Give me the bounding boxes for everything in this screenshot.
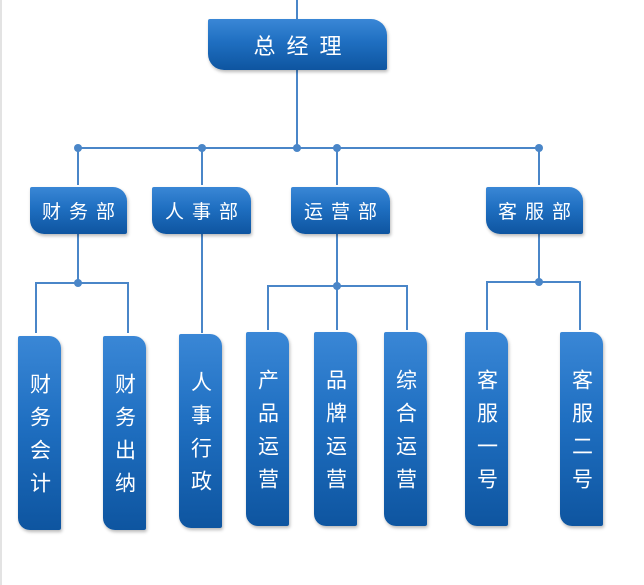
role-node-general-operations: 综合运营 <box>384 332 427 526</box>
junction-dot <box>535 144 543 152</box>
role-node-finance-accountant: 财务会计 <box>18 336 61 530</box>
role-node-brand-operations: 品牌运营 <box>314 332 357 526</box>
junction-dot <box>74 279 82 287</box>
dept-node-hr: 人事部 <box>152 187 251 234</box>
root-node-general-manager: 总经理 <box>208 19 387 70</box>
role-node-service-agent-two: 客服二号 <box>560 332 603 526</box>
junction-dot <box>74 144 82 152</box>
role-node-hr-admin: 人事行政 <box>179 334 222 528</box>
finance-branch-line <box>35 282 129 333</box>
junction-dot <box>198 144 206 152</box>
role-node-product-operations: 产品运营 <box>246 332 289 526</box>
dept-node-operations: 运营部 <box>291 187 390 234</box>
page-left-border <box>0 0 2 585</box>
dept-node-finance: 财务部 <box>30 187 127 234</box>
role-node-finance-cashier: 财务出纳 <box>103 336 146 530</box>
junction-dot <box>535 278 543 286</box>
junction-dot <box>333 282 341 290</box>
role-node-service-agent-one: 客服一号 <box>465 332 508 526</box>
junction-dot <box>293 144 301 152</box>
dept-node-customer-service: 客服部 <box>486 187 583 234</box>
junction-dot <box>333 144 341 152</box>
service-branch-line <box>486 281 581 330</box>
